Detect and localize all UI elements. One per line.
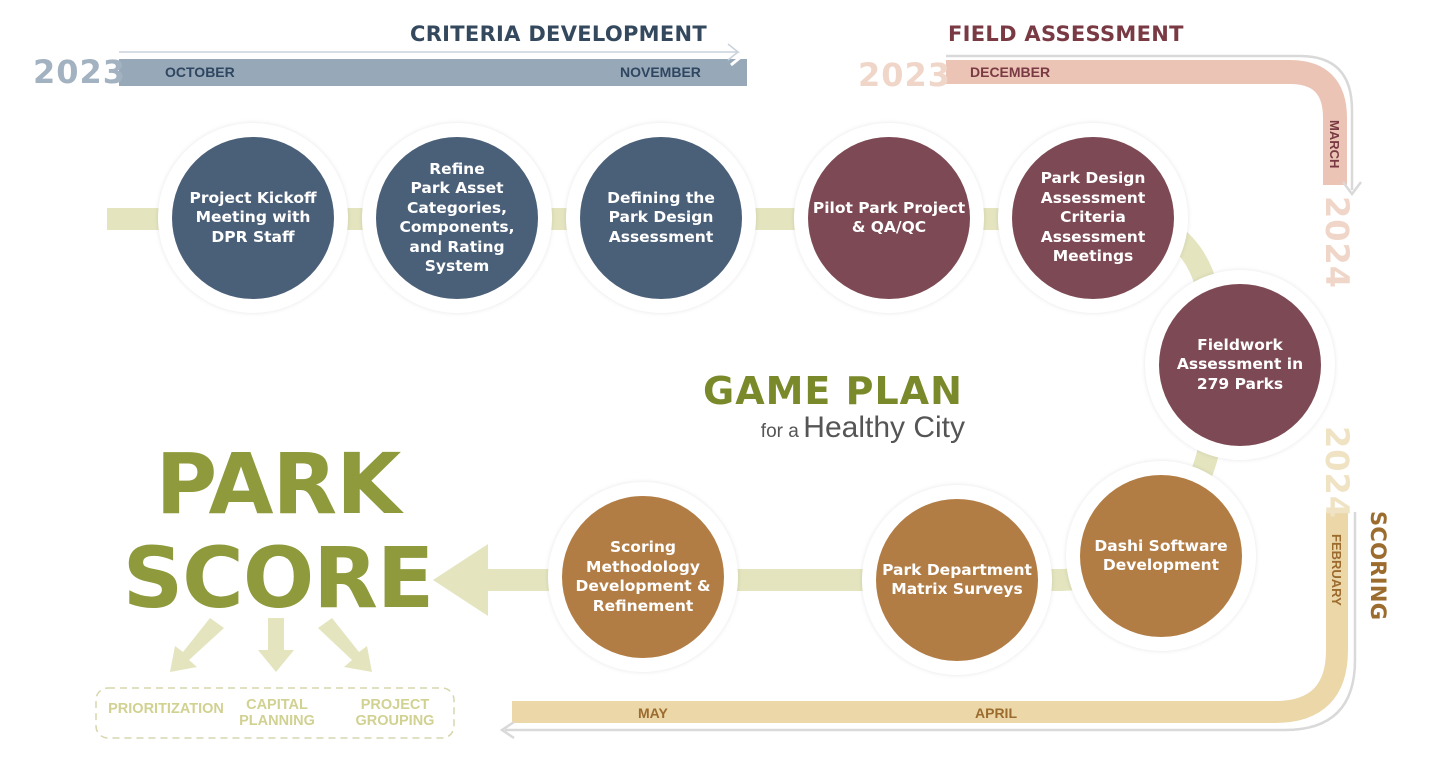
step-label: Park Design Assessment Criteria Assessme…	[1040, 169, 1146, 266]
step-node: Pilot Park Project & QA/QC	[794, 123, 984, 313]
month-march: MARCH	[1327, 120, 1342, 169]
output-arrows	[170, 618, 372, 672]
field-bar	[946, 60, 1347, 185]
step-node: Defining the Park Design Assessment	[566, 123, 756, 313]
month-april: APRIL	[975, 705, 1017, 721]
path-arrowhead	[433, 544, 488, 616]
step-node: Project Kickoff Meeting with DPR Staff	[158, 123, 348, 313]
scoring-phase-title: SCORING	[1366, 511, 1390, 621]
park-score-title: PARK SCORE	[118, 437, 438, 625]
month-february: FEBRUARY	[1329, 534, 1344, 606]
step-label: Dashi Software Development	[1094, 536, 1228, 575]
logo-tagline: for a Healthy City	[703, 412, 965, 449]
step-label: Fieldwork Assessment in 279 Parks	[1176, 335, 1304, 393]
outcome-project-grouping: PROJECT GROUPING	[355, 697, 435, 729]
criteria-year: 2023	[33, 53, 127, 91]
step-node: Park Design Assessment Criteria Assessme…	[998, 123, 1188, 313]
logo-subtitle: Healthy City	[803, 411, 965, 444]
month-november: NOVEMBER	[620, 64, 701, 80]
step-label: Defining the Park Design Assessment	[607, 188, 715, 246]
park-score-line1: PARK	[155, 435, 402, 533]
step-label: Scoring Methodology Development & Refine…	[575, 538, 711, 615]
field-phase-title: FIELD ASSESSMENT	[948, 22, 1184, 46]
step-label: Refine Park Asset Categories, Components…	[399, 159, 515, 276]
step-node: Dashi Software Development	[1066, 461, 1256, 651]
step-label: Project Kickoff Meeting with DPR Staff	[189, 188, 317, 246]
logo-prefix: for a	[760, 421, 799, 442]
scoring-arrow	[499, 512, 1357, 740]
step-node: Park Department Matrix Surveys	[862, 485, 1052, 675]
outcome-capital-planning: CAPITAL PLANNING	[239, 697, 315, 729]
outcome-prioritization: PRIORITIZATION	[108, 701, 224, 717]
month-may: MAY	[638, 705, 668, 721]
step-node: Fieldwork Assessment in 279 Parks	[1145, 270, 1335, 460]
month-december: DECEMBER	[970, 64, 1051, 80]
step-node: Refine Park Asset Categories, Components…	[362, 123, 552, 313]
field-arrow	[946, 54, 1362, 197]
month-october: OCTOBER	[165, 64, 235, 80]
step-node: Scoring Methodology Development & Refine…	[548, 482, 738, 672]
step-label: Pilot Park Project & QA/QC	[812, 198, 966, 237]
logo-title: GAME PLAN	[703, 369, 963, 413]
step-label: Park Department Matrix Surveys	[882, 560, 1032, 599]
park-score-line2: SCORE	[122, 529, 435, 627]
criteria-phase-title: CRITERIA DEVELOPMENT	[410, 22, 708, 46]
outcomes-box	[95, 687, 455, 739]
field-year: 2023	[858, 56, 952, 94]
criteria-bar	[119, 59, 747, 86]
field-end-year: 2024	[1318, 196, 1356, 290]
scoring-year: 2024	[1318, 426, 1356, 520]
scoring-bar	[512, 512, 1348, 723]
game-plan-logo: GAME PLAN for a Healthy City	[703, 370, 965, 449]
